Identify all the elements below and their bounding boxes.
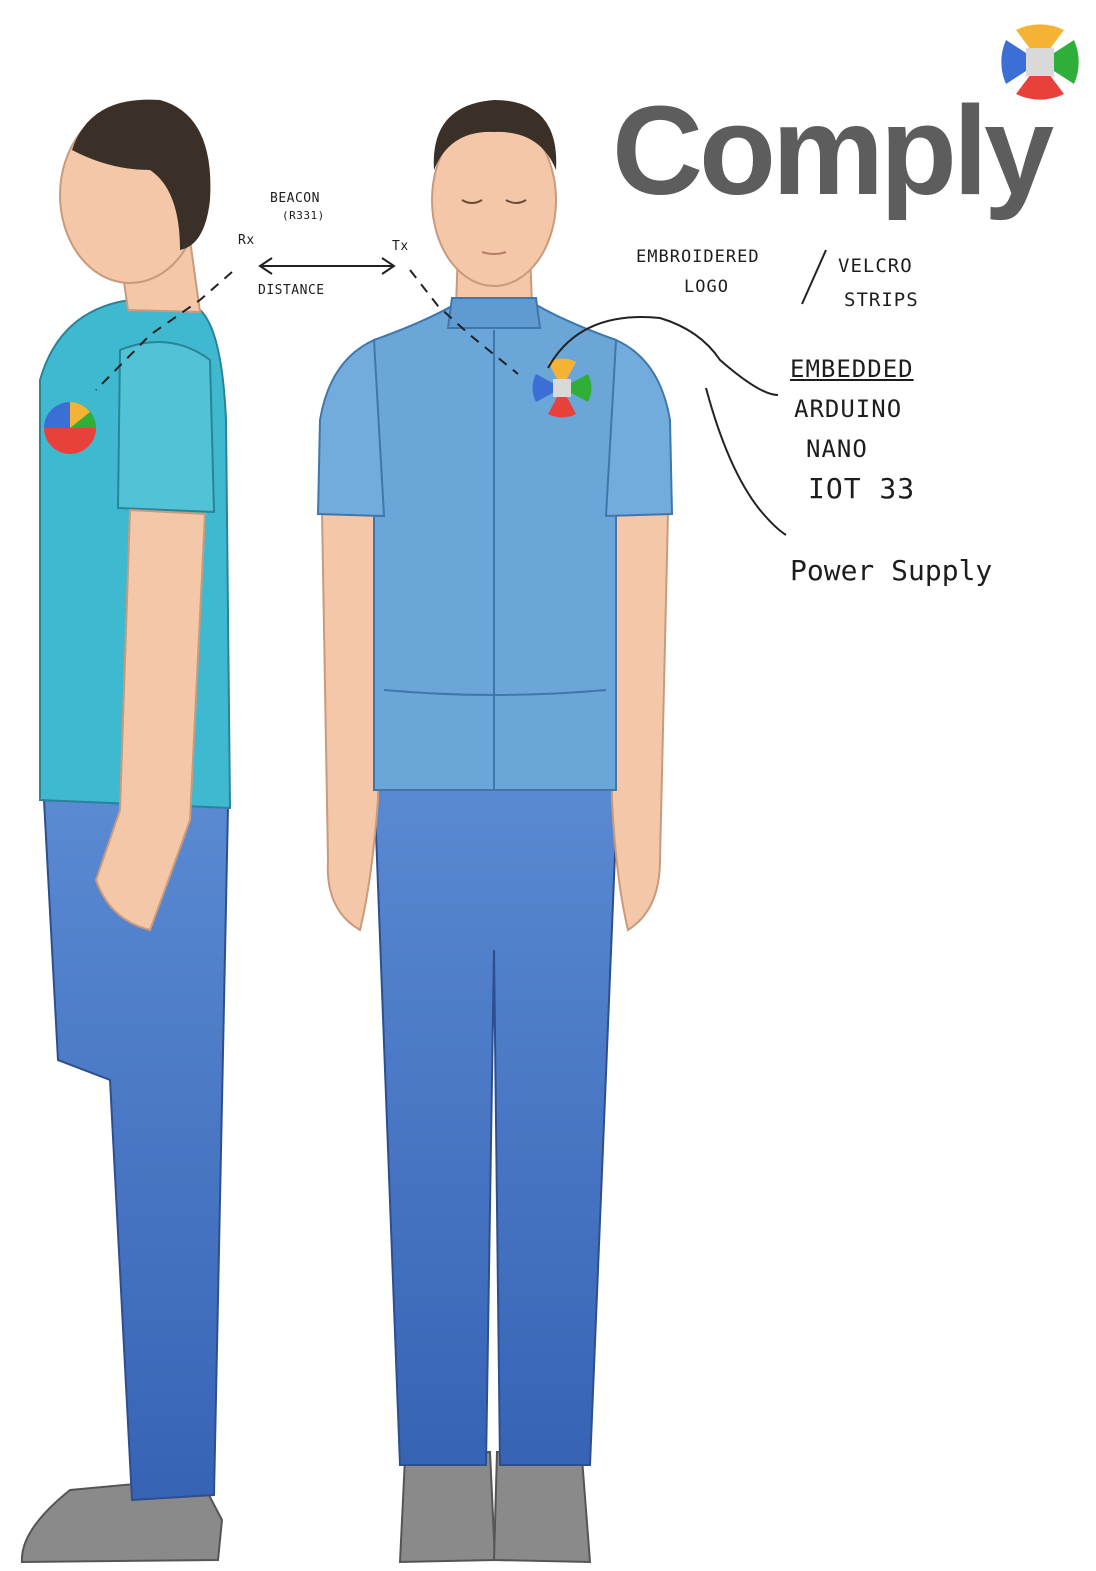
embedded-line3: NANO bbox=[806, 436, 868, 462]
beacon-label-line2: (R331) bbox=[282, 210, 325, 222]
embroidered-logo-line1: EMBROIDERED bbox=[636, 248, 760, 267]
front-jeans bbox=[374, 780, 618, 1465]
front-shoe-right bbox=[494, 1452, 590, 1562]
power-supply-label: Power Supply bbox=[790, 556, 992, 587]
embedded-line4: IOT 33 bbox=[808, 474, 915, 505]
front-sleeve-left bbox=[318, 340, 384, 516]
rx-label: Rx bbox=[238, 234, 255, 248]
embroidered-logo-line2: LOGO bbox=[684, 278, 729, 297]
side-view-figure bbox=[22, 100, 230, 1562]
front-arm-right bbox=[610, 512, 668, 930]
side-chest-logo-icon bbox=[44, 402, 96, 454]
front-collar bbox=[448, 298, 540, 328]
front-shoe-left bbox=[400, 1452, 495, 1562]
tx-label: Tx bbox=[392, 240, 409, 254]
beacon-label-line1: BEACON bbox=[270, 192, 320, 206]
distance-label: DISTANCE bbox=[258, 284, 325, 298]
velcro-line1: VELCRO bbox=[838, 256, 913, 277]
front-arm-left bbox=[322, 512, 380, 930]
embedded-line2: ARDUINO bbox=[794, 396, 902, 422]
velcro-divider bbox=[802, 250, 826, 304]
front-sleeve-right bbox=[606, 340, 672, 516]
power-callout-line bbox=[706, 388, 786, 535]
brand-name: Comply bbox=[612, 88, 1050, 214]
side-sleeve bbox=[118, 342, 214, 512]
embedded-line1: EMBEDDED bbox=[790, 356, 914, 382]
velcro-line2: STRIPS bbox=[844, 290, 919, 311]
